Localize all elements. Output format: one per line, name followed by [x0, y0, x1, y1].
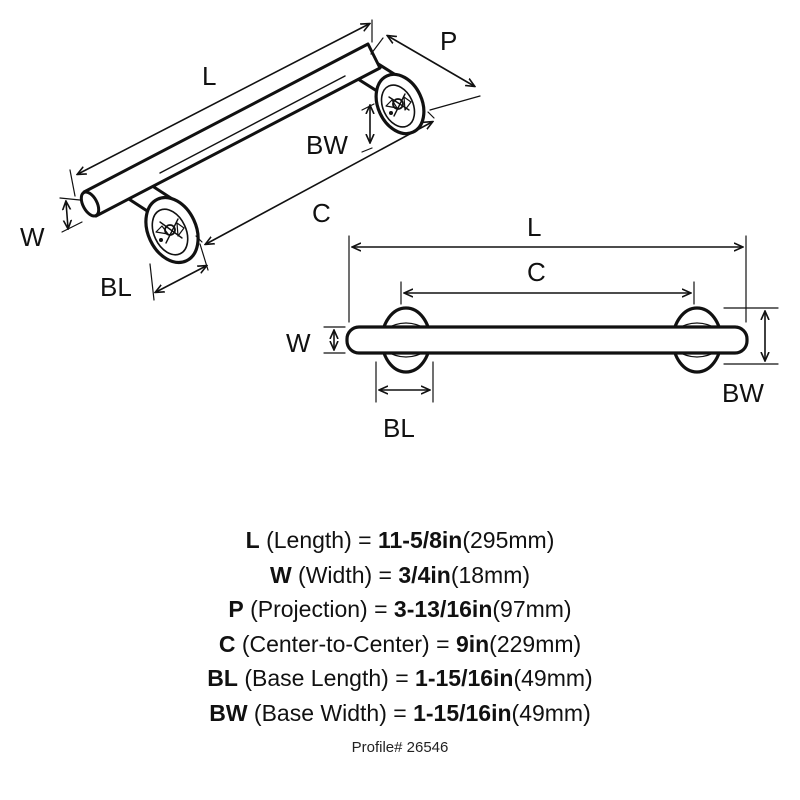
spec-list: L (Length) = 11-5/8in(295mm) W (Width) =…	[0, 523, 800, 730]
spec-value: 1-15/16in	[413, 699, 512, 726]
front-label-width: W	[286, 328, 311, 358]
spec-abbr: BL	[207, 665, 238, 691]
spec-metric: (295mm)	[462, 527, 555, 553]
spec-abbr: BW	[209, 699, 248, 726]
spec-projection: P (Projection) = 3-13/16in(97mm)	[0, 592, 800, 627]
iso-dim-base-length	[149, 243, 208, 301]
iso-label-base-length: BL	[100, 272, 132, 302]
spec-base-width: BW (Base Width) = 1-15/16in(49mm)	[0, 696, 800, 731]
spec-metric: (49mm)	[513, 665, 593, 691]
spec-metric: (49mm)	[511, 699, 591, 726]
spec-metric: (18mm)	[450, 561, 531, 588]
spec-desc: (Center-to-Center) =	[235, 630, 456, 657]
front-label-base-length: BL	[383, 413, 415, 443]
spec-desc: (Projection) =	[243, 596, 394, 622]
spec-center-to-center: C (Center-to-Center) = 9in(229mm)	[0, 627, 800, 662]
iso-dim-length	[69, 19, 373, 197]
spec-abbr: L	[245, 527, 260, 553]
spec-value: 9in	[455, 630, 490, 657]
front-label-length: L	[527, 212, 541, 242]
front-view	[323, 235, 779, 403]
front-bar	[345, 325, 749, 355]
spec-desc: (Base Width) =	[247, 699, 414, 726]
spec-abbr: W	[269, 561, 292, 588]
spec-desc: (Width) =	[291, 561, 399, 588]
spec-width: W (Width) = 3/4in(18mm)	[0, 558, 800, 593]
dimension-diagram: L P BW C W BL	[20, 19, 779, 443]
iso-dim-center	[195, 111, 434, 244]
spec-desc: (Base Length) =	[237, 665, 416, 691]
spec-value: 1-15/16in	[415, 665, 514, 691]
spec-desc: (Length) =	[259, 527, 378, 553]
iso-label-width: W	[20, 222, 45, 252]
front-label-base-width: BW	[722, 378, 764, 408]
spec-value: 11-5/8in	[377, 527, 463, 553]
front-dim-base-width	[723, 307, 779, 365]
iso-label-base-width: BW	[306, 130, 348, 160]
spec-value: 3/4in	[398, 561, 451, 588]
front-dim-base-length	[375, 361, 434, 403]
iso-left-base	[144, 195, 200, 265]
iso-dim-base-width	[361, 103, 374, 153]
iso-label-center: C	[312, 198, 331, 228]
front-dim-center	[400, 281, 695, 305]
spec-abbr: C	[218, 630, 236, 657]
spec-abbr: P	[228, 596, 244, 622]
iso-label-length: L	[202, 61, 216, 91]
iso-label-projection: P	[440, 26, 457, 56]
spec-metric: (229mm)	[489, 630, 582, 657]
spec-length: L (Length) = 11-5/8in(295mm)	[0, 523, 800, 558]
isometric-view	[59, 19, 481, 301]
iso-dim-projection	[370, 36, 481, 111]
front-label-center: C	[527, 257, 546, 287]
spec-metric: (97mm)	[492, 596, 572, 622]
iso-dim-width	[59, 197, 83, 233]
spec-base-length: BL (Base Length) = 1-15/16in(49mm)	[0, 661, 800, 696]
front-dim-width	[323, 326, 346, 354]
profile-number: Profile# 26546	[351, 739, 449, 756]
iso-right-base	[374, 72, 426, 136]
spec-value: 3-13/16in	[393, 596, 493, 622]
